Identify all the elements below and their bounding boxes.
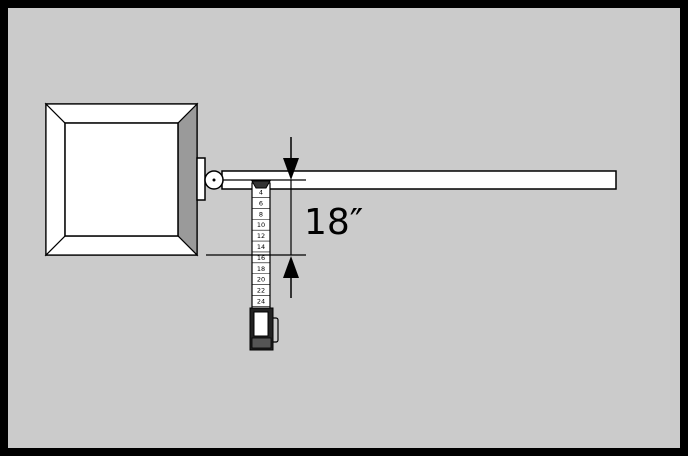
square-object-face bbox=[64, 122, 179, 237]
tape-tick-label: 12 bbox=[257, 232, 265, 240]
pivot-center-dot bbox=[212, 178, 216, 182]
square-object-bevel-right bbox=[177, 102, 198, 257]
dimension-top-arrowhead bbox=[283, 158, 299, 180]
square-object-bevel-left bbox=[45, 102, 66, 257]
square-object-bevel-top bbox=[44, 103, 199, 124]
measurement-label: 18″ bbox=[304, 202, 363, 243]
tape-tick-label: 6 bbox=[259, 199, 263, 207]
measuring-tape: 4 6 8 10 12 14 16 18 20 22 24 bbox=[249, 180, 279, 351]
tape-tick-label: 4 bbox=[259, 189, 263, 197]
tape-tick-label: 18 bbox=[257, 265, 265, 273]
dimension-bottom-arrowhead bbox=[283, 256, 299, 278]
dimension-marker bbox=[206, 137, 306, 298]
tape-hook bbox=[251, 180, 271, 189]
tape-tick-label: 14 bbox=[257, 243, 265, 251]
tape-tick-label: 8 bbox=[259, 210, 263, 218]
square-object bbox=[44, 102, 199, 257]
tape-tick-label: 10 bbox=[257, 221, 265, 229]
square-object-bevel-bottom bbox=[44, 235, 199, 256]
tape-case-window bbox=[253, 311, 269, 337]
tape-case-base bbox=[251, 337, 272, 349]
tape-tick-label: 16 bbox=[257, 254, 265, 262]
tape-ticks: 4 6 8 10 12 14 16 18 20 22 24 bbox=[252, 189, 270, 307]
tape-tick-label: 24 bbox=[257, 298, 265, 306]
mounting-bracket bbox=[196, 157, 206, 201]
tape-tick-label: 20 bbox=[257, 276, 265, 284]
tape-tick-label: 22 bbox=[257, 287, 265, 295]
